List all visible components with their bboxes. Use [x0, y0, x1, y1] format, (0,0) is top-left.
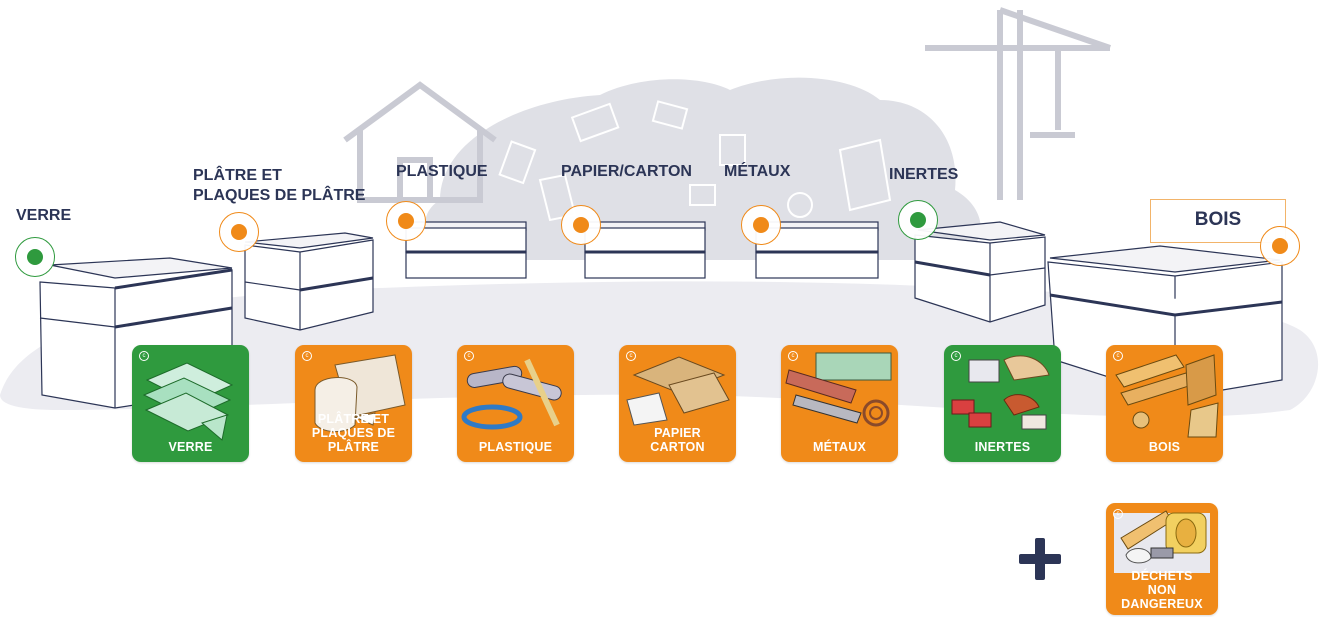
container-plastique[interactable]	[405, 221, 527, 279]
copyright-icon: c	[951, 351, 961, 361]
container-metaux[interactable]	[755, 221, 879, 279]
tile-verre-text: VERRE	[168, 440, 213, 454]
metal-beams-icon	[785, 352, 892, 427]
copyright-icon: c	[626, 351, 636, 361]
marker-verre[interactable]	[15, 237, 55, 277]
label-metaux[interactable]: MÉTAUX	[724, 163, 791, 180]
plus-icon	[1019, 538, 1061, 580]
marker-inertes[interactable]	[898, 200, 938, 240]
crane-silhouette	[925, 7, 1111, 200]
marker-plastique[interactable]	[386, 201, 426, 241]
tile-bois-text: BOIS	[1148, 440, 1181, 454]
house-silhouette	[343, 81, 497, 203]
copyright-icon: c	[1113, 509, 1123, 519]
label-papier-carton[interactable]: PAPIER/CARTON	[561, 163, 692, 180]
tile-inertes-text: INERTES	[974, 440, 1031, 454]
marker-metaux[interactable]	[741, 205, 781, 245]
cardboard-icon	[626, 356, 730, 426]
copyright-icon: c	[302, 351, 312, 361]
copyright-icon: c	[139, 351, 149, 361]
container-inertes[interactable]	[914, 221, 1046, 323]
tile-plastique[interactable]: c PLASTIQUE	[457, 345, 574, 462]
marker-bois[interactable]	[1260, 226, 1300, 266]
label-plastique[interactable]: PLASTIQUE	[396, 163, 488, 180]
mixed-waste-icon	[1114, 510, 1210, 573]
tile-verre[interactable]: c VERRE	[132, 345, 249, 462]
copyright-icon: c	[1113, 351, 1123, 361]
container-platre[interactable]	[244, 232, 374, 331]
bricks-icon	[951, 355, 1050, 430]
plaster-bag-icon	[314, 354, 406, 432]
debris-outlines	[498, 100, 892, 222]
tile-plastique-text: PLASTIQUE	[478, 440, 553, 454]
container-papier-carton[interactable]	[584, 221, 706, 279]
copyright-icon: c	[464, 351, 474, 361]
tile-metaux[interactable]: c MÉTAUX	[781, 345, 898, 462]
glass-sheets-icon	[142, 362, 234, 441]
copyright-icon: c	[788, 351, 798, 361]
plastic-pipes-icon	[461, 358, 562, 430]
tile-inertes[interactable]: c INERTES	[944, 345, 1061, 462]
tile-bois[interactable]: c BOIS	[1106, 345, 1223, 462]
marker-platre[interactable]	[219, 212, 259, 252]
marker-papier-carton[interactable]	[561, 205, 601, 245]
tile-metaux-text: MÉTAUX	[812, 440, 867, 454]
wood-planks-icon	[1115, 354, 1219, 438]
label-verre[interactable]: VERRE	[16, 207, 72, 224]
label-inertes[interactable]: INERTES	[889, 166, 959, 183]
